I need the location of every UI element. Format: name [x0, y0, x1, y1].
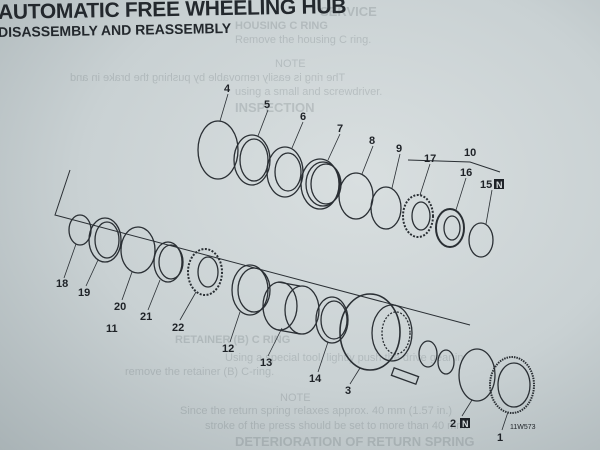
callout-1: 1 — [497, 432, 503, 444]
bleed-text: DETERIORATION OF RETURN SPRING — [235, 434, 475, 449]
callout-17: 17 — [424, 153, 436, 165]
bleed-text: remove the retainer (B) C-ring. — [125, 366, 275, 378]
part-18-ring — [68, 214, 92, 246]
callout-21: 21 — [140, 311, 152, 323]
callout-22: 22 — [172, 322, 184, 334]
part-bolt — [390, 366, 420, 386]
callout-5: 5 — [264, 99, 270, 111]
callout-2: 2 — [450, 418, 456, 430]
callout-4: 4 — [224, 83, 231, 95]
bleed-text: RETAINER (B) C RING — [175, 334, 291, 346]
part-22-gear — [187, 248, 223, 296]
bleed-text: HOUSING C RING — [235, 20, 328, 32]
callout-19: 19 — [78, 287, 90, 299]
callout-16: 16 — [460, 167, 472, 179]
part-14-ring — [315, 296, 349, 344]
figure-code: 11W573 — [510, 424, 536, 431]
bleed-text: INSPECTION — [235, 100, 315, 115]
callout-3: 3 — [345, 385, 351, 397]
part-8-ring — [338, 172, 374, 220]
callout-6: 6 — [300, 111, 306, 123]
group-bracket-10 — [407, 159, 501, 173]
part-20-ring — [120, 226, 156, 274]
part-16-gear — [435, 208, 465, 248]
bleed-text: Since the return spring relaxes approx. … — [180, 405, 453, 417]
part-17-gear — [402, 194, 434, 238]
callout-15: 15 — [480, 179, 492, 191]
part-15-ring — [468, 222, 494, 258]
group-bracket-11 — [54, 169, 471, 326]
bleed-text: stroke of the press should be set to mor… — [205, 420, 469, 432]
new-part-badge: N — [462, 419, 469, 429]
part-21-spring — [153, 241, 183, 283]
bleed-text: using a small and screwdriver. — [235, 86, 383, 98]
bleed-text: NOTE — [280, 392, 311, 404]
callout-18: 18 — [56, 278, 68, 290]
callout-14: 14 — [309, 373, 322, 385]
part-1-cap — [489, 356, 535, 414]
part-4-ring — [197, 120, 239, 180]
callout-10: 10 — [464, 147, 476, 159]
part-7-spring — [300, 158, 340, 210]
callout-11: 11 — [106, 323, 118, 335]
callout-12: 12 — [222, 343, 234, 355]
part-5-ring — [233, 134, 271, 186]
new-part-badge: N — [496, 180, 503, 190]
bleed-text: Remove the housing C ring. — [235, 34, 372, 46]
callout-13: 13 — [260, 357, 272, 369]
part-9-clip — [370, 186, 402, 230]
callout-9: 9 — [396, 143, 402, 155]
part-small-ring-a — [418, 340, 438, 368]
callout-7: 7 — [337, 123, 343, 135]
part-2-oring — [458, 348, 496, 402]
bleed-text: SERVICE — [320, 4, 377, 19]
bleed-text: NOTE — [275, 58, 306, 70]
part-3-hub — [339, 293, 401, 371]
part-6-bearing — [266, 146, 304, 198]
callout-8: 8 — [369, 135, 375, 147]
part-19-ring — [88, 217, 122, 263]
callout-20: 20 — [114, 301, 126, 313]
part-small-ring-b — [437, 349, 455, 375]
